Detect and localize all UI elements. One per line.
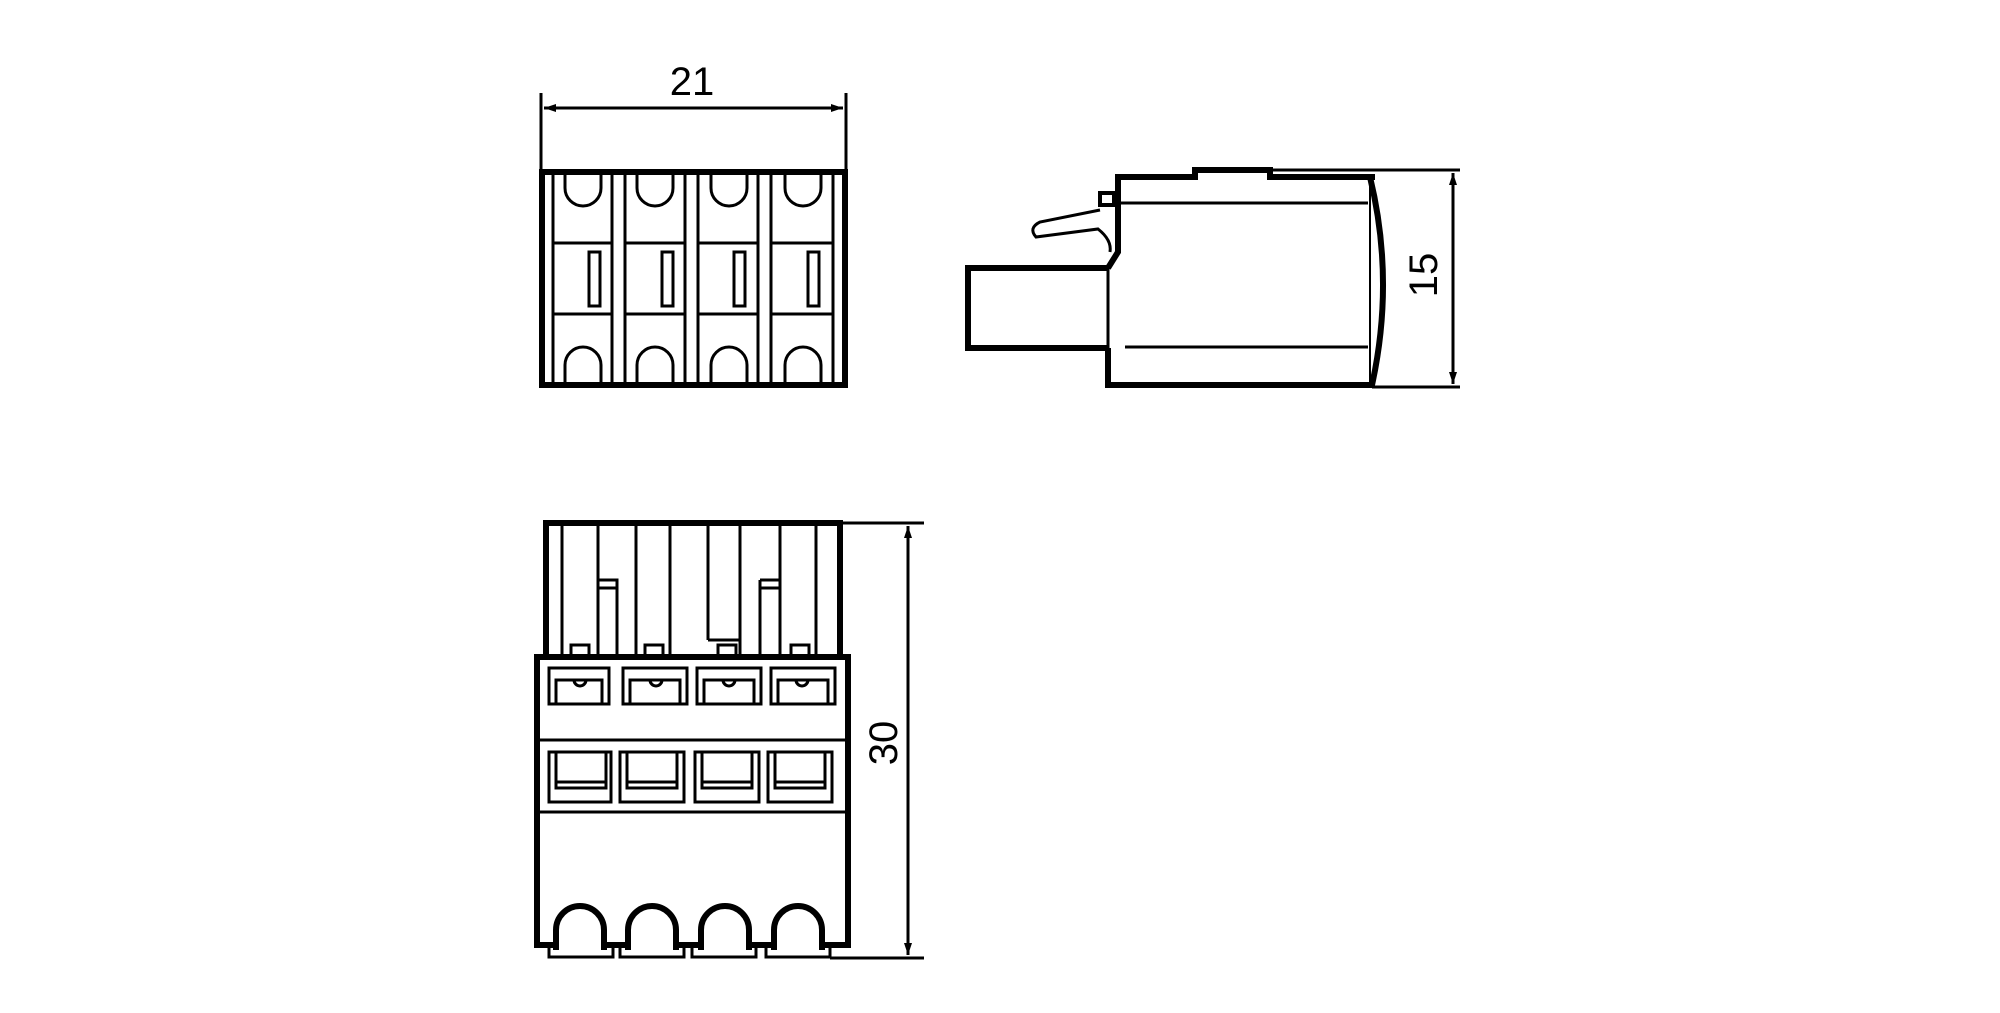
side-view <box>965 167 1460 389</box>
front-view <box>539 93 848 388</box>
bottom-view <box>534 520 924 960</box>
dimension-width-label: 21 <box>670 60 715 104</box>
dimension-height-label: 15 <box>1402 253 1446 298</box>
dimension-length-label: 30 <box>862 721 906 766</box>
